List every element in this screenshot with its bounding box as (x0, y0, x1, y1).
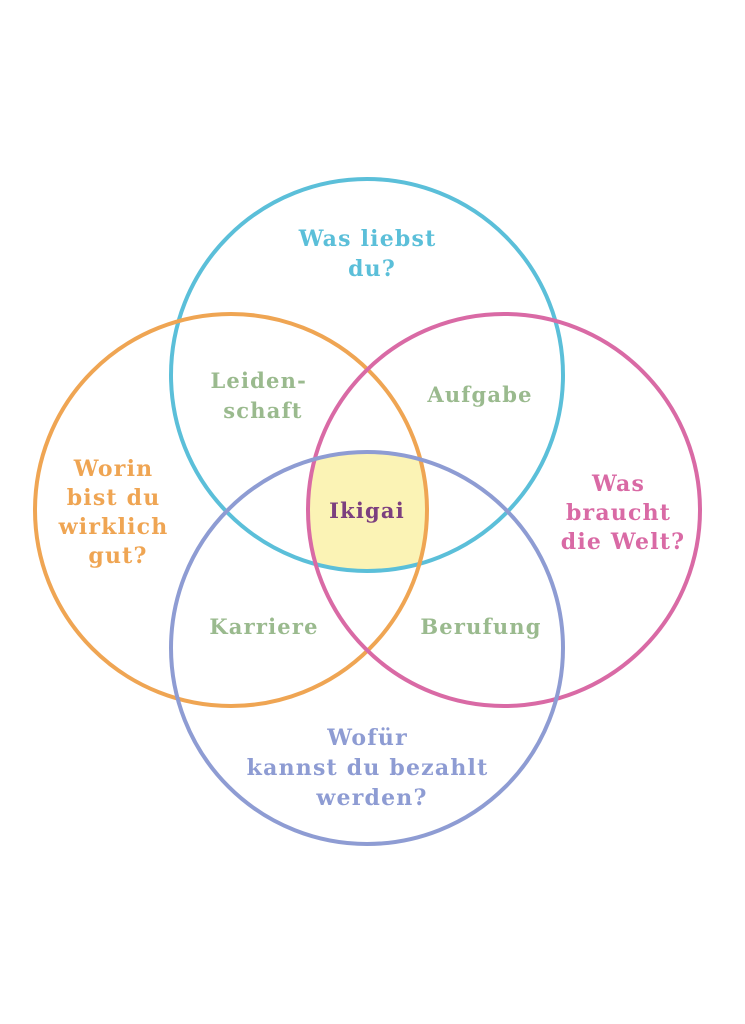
label-right-line: Was (591, 471, 645, 497)
circle-top (169, 177, 565, 573)
label-bottom-line: werden? (315, 785, 427, 811)
overlap-mission: Aufgabe (426, 382, 532, 407)
label-left-line: Worin (73, 456, 154, 482)
circle-bottom (169, 450, 565, 846)
label-top-line: Was liebst (298, 226, 437, 252)
label-top: Was liebst du? (298, 226, 446, 282)
label-bottom-line: Wofür (326, 725, 408, 751)
overlap-vocation-line: Berufung (420, 614, 541, 639)
circle-left (33, 312, 429, 708)
overlap-vocation: Berufung (420, 614, 541, 639)
overlap-passion-line: Leiden- (210, 368, 307, 393)
label-right: Was braucht die Welt? (561, 471, 686, 555)
overlap-passion: Leiden- schaft (210, 368, 315, 423)
circle-right (306, 312, 702, 708)
label-left-line: gut? (88, 543, 147, 569)
label-bottom-line: kannst du bezahlt (247, 755, 489, 781)
overlap-profession: Karriere (209, 614, 318, 639)
overlap-profession-line: Karriere (209, 614, 318, 639)
center-label: Ikigai (329, 498, 405, 523)
overlap-mission-line: Aufgabe (426, 382, 532, 407)
label-left: Worin bist du wirklich gut? (58, 456, 178, 569)
label-right-line: die Welt? (561, 529, 686, 555)
label-bottom: Wofür kannst du bezahlt werden? (247, 725, 498, 811)
label-top-line: du? (348, 256, 396, 282)
label-left-line: bist du (67, 485, 161, 511)
label-left-line: wirklich (58, 514, 169, 540)
label-right-line: braucht (566, 500, 671, 526)
overlap-passion-line: schaft (223, 398, 302, 423)
